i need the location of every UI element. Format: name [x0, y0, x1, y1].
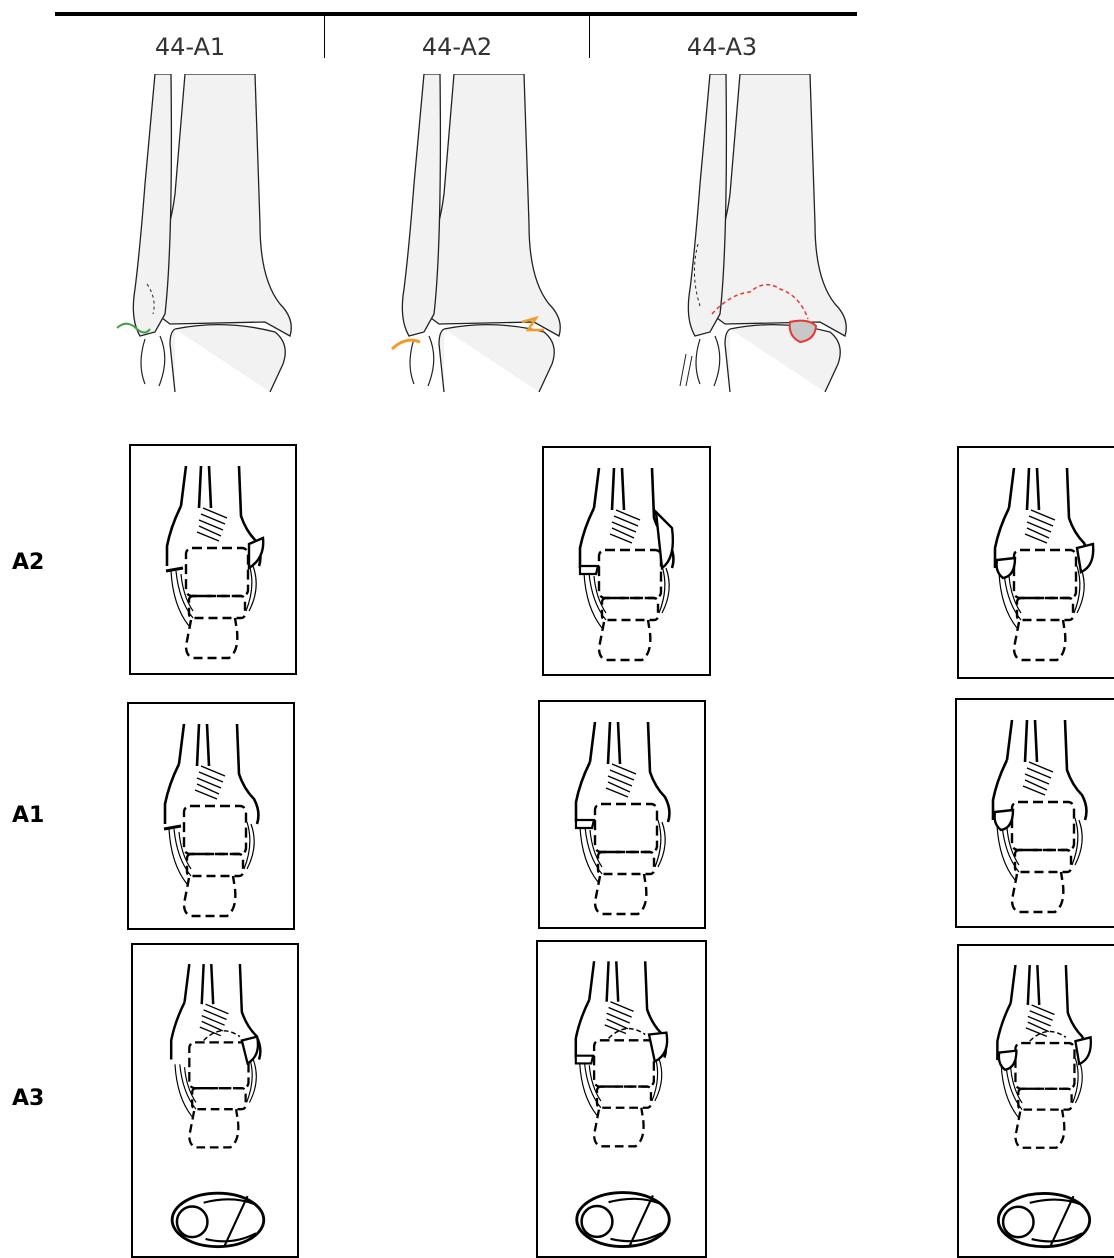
ankle-panel [129, 444, 297, 675]
bone-illustration-a3 [650, 74, 870, 392]
ankle-panel [127, 702, 295, 930]
ankle-panel [542, 446, 711, 676]
fracture-line-orange [392, 340, 420, 349]
bone-illustration-a1 [95, 74, 315, 392]
ankle-panel [957, 944, 1114, 1258]
column-label-a3: 44-A3 [662, 33, 782, 61]
header-divider [324, 16, 325, 58]
row-label-a1: A1 [12, 803, 44, 828]
column-label-a2: 44-A2 [397, 33, 517, 61]
ankle-panel [536, 940, 707, 1258]
row-label-a3: A3 [12, 1086, 44, 1111]
ankle-panel [955, 698, 1114, 928]
ankle-panel [957, 446, 1114, 679]
ankle-panel [538, 700, 706, 929]
header-divider [589, 16, 590, 58]
row-label-a2: A2 [12, 550, 44, 575]
header-rule [55, 12, 857, 16]
column-label-a1: 44-A1 [130, 33, 250, 61]
bone-illustration-a2 [364, 74, 584, 392]
ankle-panel [131, 943, 299, 1258]
